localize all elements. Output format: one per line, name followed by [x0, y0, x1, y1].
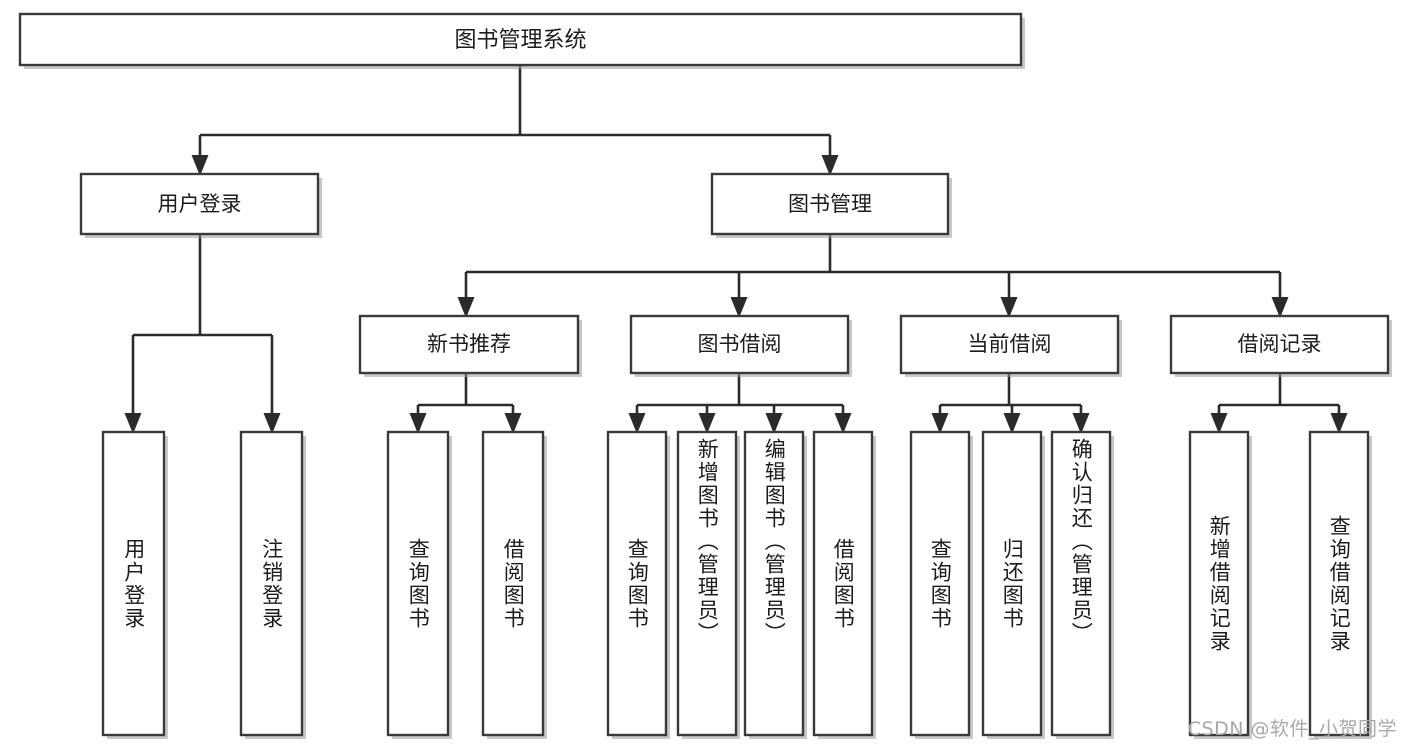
- node-user-login[interactable]: 用户登录: [79, 172, 322, 238]
- leaf-layer: [101, 430, 1372, 739]
- node-book-manage[interactable]: 图书管理: [710, 172, 952, 238]
- leaf-node-user-login[interactable]: [101, 430, 168, 739]
- node-book-borrow-label: 图书借阅: [698, 332, 782, 356]
- node-layer: 图书管理系统 用户登录 图书管理 新书推荐: [18, 12, 1392, 377]
- node-root[interactable]: 图书管理系统: [18, 12, 1025, 69]
- csdn-watermark: CSDN @软件_小贺同学: [1187, 718, 1397, 740]
- edge-layer: [124, 65, 1348, 434]
- leaf-node-current-return[interactable]: [981, 430, 1045, 739]
- node-borrow-record-label: 借阅记录: [1238, 332, 1322, 356]
- node-new-book-recommend-label: 新书推荐: [427, 332, 511, 356]
- node-current-borrow[interactable]: 当前借阅: [899, 314, 1122, 377]
- node-current-borrow-label: 当前借阅: [968, 332, 1052, 356]
- leaf-node-borrow-query[interactable]: [606, 430, 670, 739]
- leaf-node-user-logout[interactable]: [239, 430, 306, 739]
- leaf-node-record-query[interactable]: [1308, 430, 1372, 739]
- leaf-node-borrow-borrow[interactable]: [812, 430, 876, 739]
- node-book-manage-label: 图书管理: [788, 192, 872, 216]
- leaf-node-recommend-borrow[interactable]: [481, 430, 547, 739]
- node-user-login-label: 用户登录: [158, 192, 242, 216]
- node-borrow-record[interactable]: 借阅记录: [1169, 314, 1392, 377]
- leaf-node-borrow-add[interactable]: [676, 430, 740, 739]
- leaf-node-record-add[interactable]: [1188, 430, 1252, 739]
- node-new-book-recommend[interactable]: 新书推荐: [358, 314, 582, 377]
- node-book-borrow[interactable]: 图书借阅: [629, 314, 852, 377]
- leaf-node-current-query[interactable]: [909, 430, 973, 739]
- leaf-node-recommend-query[interactable]: [386, 430, 452, 739]
- leaf-node-current-confirm[interactable]: [1050, 430, 1114, 739]
- node-root-label: 图书管理系统: [454, 28, 586, 53]
- leaf-node-borrow-edit[interactable]: [743, 430, 807, 739]
